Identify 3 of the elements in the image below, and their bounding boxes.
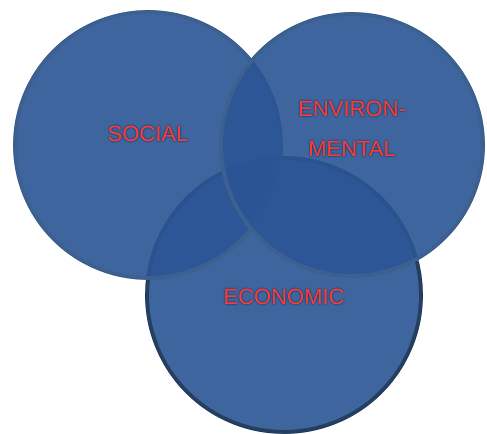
circle-label: ENVIRON- MENTAL <box>297 95 407 163</box>
circle-label: ECONOMIC <box>222 283 346 311</box>
circle-label: SOCIAL <box>106 120 190 148</box>
